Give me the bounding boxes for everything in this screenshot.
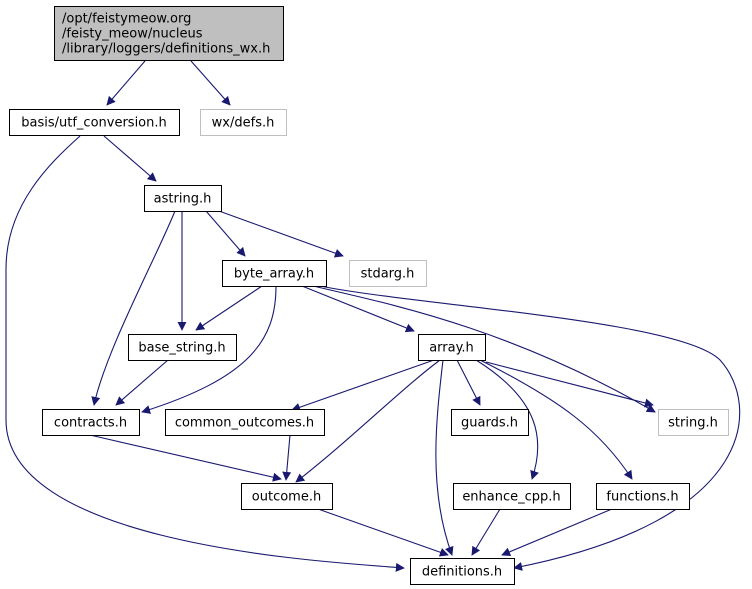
dependency-arrow	[218, 210, 344, 258]
node-astring[interactable]: astring.h	[144, 185, 222, 212]
dependency-arrow	[475, 359, 539, 480]
dependency-arrow	[115, 359, 169, 406]
dependency-arrow	[317, 508, 449, 557]
node-label: guards.h	[461, 416, 518, 431]
node-base-string[interactable]: base_string.h	[128, 334, 237, 361]
node-box	[128, 334, 237, 361]
node-box	[453, 483, 571, 510]
node-wx-defs: wx/defs.h	[200, 109, 287, 136]
dependency-arrow	[91, 210, 176, 406]
node-label: /opt/feistymeow.org	[62, 12, 191, 27]
node-box	[418, 334, 486, 361]
node-functions[interactable]: functions.h	[596, 483, 690, 510]
dependency-arrow	[106, 60, 146, 106]
node-outcome[interactable]: outcome.h	[241, 483, 333, 510]
node-box	[54, 6, 284, 61]
node-array[interactable]: array.h	[418, 334, 486, 361]
node-enhance-cpp[interactable]: enhance_cpp.h	[453, 483, 571, 510]
dependency-arrow	[456, 359, 481, 406]
dependency-arrow	[485, 361, 654, 408]
node-box	[165, 409, 325, 436]
dependency-arrow	[5, 135, 405, 572]
node-label: stdarg.h	[361, 267, 415, 282]
node-label: functions.h	[606, 490, 678, 505]
node-box	[241, 483, 333, 510]
node-label: base_string.h	[138, 341, 225, 356]
node-box	[596, 483, 690, 510]
node-guards[interactable]: guards.h	[451, 409, 529, 436]
node-string-h: string.h	[658, 409, 729, 436]
dependency-arrow	[312, 285, 656, 413]
dependency-arrow	[282, 434, 292, 481]
node-definitions[interactable]: definitions.h	[410, 558, 515, 585]
node-utf-conversion[interactable]: basis/utf_conversion.h	[9, 109, 180, 136]
node-stdarg: stdarg.h	[349, 260, 427, 287]
dependency-arrow	[190, 60, 231, 106]
node-definitions-wx[interactable]: /opt/feistymeow.org/feisty_meow/nucleus/…	[54, 6, 284, 61]
dependency-arrow	[195, 285, 263, 331]
node-label: string.h	[668, 416, 718, 431]
node-label: outcome.h	[252, 490, 321, 505]
node-label: common_outcomes.h	[175, 416, 314, 431]
node-box	[222, 260, 327, 287]
node-box	[200, 109, 287, 136]
node-label: byte_array.h	[234, 267, 314, 282]
dependency-arrow	[435, 359, 454, 556]
node-contracts[interactable]: contracts.h	[42, 409, 140, 436]
node-label: contracts.h	[54, 416, 127, 431]
dependency-arrow	[301, 285, 415, 333]
dependency-arrow	[141, 285, 277, 414]
nodes-layer: /opt/feistymeow.org/feisty_meow/nucleus/…	[9, 6, 729, 585]
dependency-arrow	[205, 210, 246, 257]
node-label: /library/loggers/definitions_wx.h	[62, 42, 270, 57]
node-box	[144, 185, 222, 212]
node-box	[658, 409, 729, 436]
dependency-arrow	[501, 508, 613, 557]
node-box	[349, 260, 427, 287]
node-box	[9, 109, 180, 136]
dependency-arrow	[291, 359, 435, 412]
dependency-arrow	[479, 359, 633, 480]
node-box	[451, 409, 529, 436]
dependency-arrow	[89, 434, 282, 482]
node-label: definitions.h	[422, 565, 502, 580]
node-label: /feisty_meow/nucleus	[62, 27, 203, 42]
node-box	[410, 558, 515, 585]
node-box	[42, 409, 140, 436]
dependency-arrow	[471, 508, 501, 556]
node-label: astring.h	[154, 192, 212, 207]
node-label: array.h	[429, 341, 474, 356]
node-common-outcomes[interactable]: common_outcomes.h	[165, 409, 325, 436]
dependency-arrow	[103, 135, 157, 182]
node-byte-array[interactable]: byte_array.h	[222, 260, 327, 287]
node-label: wx/defs.h	[212, 116, 275, 131]
dependency-arrow	[295, 359, 441, 483]
node-label: enhance_cpp.h	[462, 490, 560, 505]
node-label: basis/utf_conversion.h	[21, 116, 167, 131]
